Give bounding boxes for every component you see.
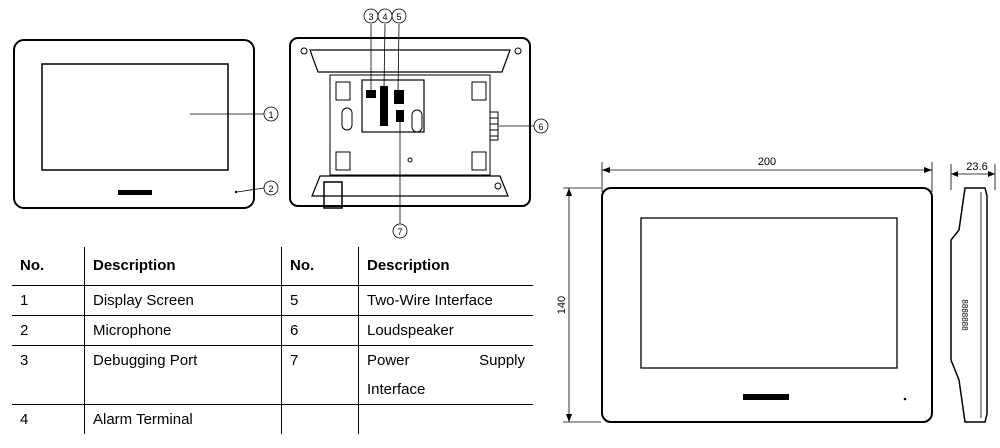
alarm-terminal (380, 86, 388, 126)
callout-5-circle (391, 8, 407, 24)
bracket-left-bottom (335, 151, 351, 171)
word-interface: Interface (367, 381, 426, 398)
header-no-2: No. (281, 247, 359, 286)
arrow-depth-right (988, 171, 995, 177)
justified-line: Power Supply (367, 346, 525, 375)
screw-top-right (514, 47, 522, 55)
bracket-right-top (471, 81, 487, 101)
slot-right (411, 109, 423, 133)
cell-no: 7 (281, 345, 359, 405)
table-row: 4 Alarm Terminal (12, 404, 533, 434)
power-supply-interface (323, 181, 343, 209)
panel-logo (743, 394, 789, 400)
cell-no: 5 (281, 285, 359, 316)
header-description-2: Description (358, 247, 533, 286)
panel-microphone (903, 397, 907, 401)
slot-left (341, 107, 353, 131)
table-header-row: No. Description No. Description (12, 247, 533, 286)
panel-outline (601, 187, 933, 423)
cell-no: 1 (12, 285, 85, 316)
height-dimension: 140 (556, 296, 568, 314)
cell-no: 6 (281, 315, 359, 346)
cell-description: Loudspeaker (358, 315, 533, 346)
depth-dimension: 23.6 (966, 161, 987, 173)
display-screen (41, 63, 229, 171)
word-supply: Supply (479, 352, 525, 369)
callout-2: 2 (268, 184, 273, 194)
callout-1: 1 (268, 110, 273, 120)
cell-no: 4 (20, 411, 29, 428)
cell-no: 3 (12, 345, 85, 405)
cell-description (358, 404, 533, 434)
rear-housing (289, 37, 531, 207)
cell-no (281, 404, 359, 434)
leader-line-2 (236, 187, 265, 193)
interface-board (361, 79, 425, 133)
callout-1-circle (263, 106, 279, 122)
bracket-right-bottom (471, 151, 487, 171)
leader-line-5 (397, 23, 400, 93)
component-table: No. Description No. Description 1 Displa… (12, 247, 533, 434)
table-row: 1 Display Screen 5 Two-Wire Interface (12, 285, 533, 316)
callout-7: 7 (397, 227, 402, 237)
small-screw (407, 157, 413, 163)
screw-bottom-right (494, 182, 502, 190)
cell-description: Microphone (84, 315, 282, 346)
debugging-port (366, 90, 376, 98)
header-no: No. (12, 247, 85, 286)
table-row: 3 Debugging Port 7 Power Supply Interfac… (12, 345, 533, 405)
front-view-diagram: 1 2 (13, 39, 279, 209)
cell-description: Debugging Port (84, 345, 282, 405)
cell-no: 2 (12, 315, 85, 346)
leader-line-4 (383, 23, 386, 89)
microphone-hole (234, 190, 238, 194)
callout-4: 4 (382, 12, 387, 22)
brand-logo (118, 190, 152, 195)
two-wire-interface (394, 90, 404, 104)
rear-bottom-rail (311, 175, 509, 197)
screw-top-left (300, 47, 308, 55)
arrow-right (924, 167, 932, 173)
arrow-depth-left (951, 171, 958, 177)
cell-description: Alarm Terminal (84, 404, 282, 434)
header-description: Description (84, 247, 282, 286)
arrow-top (566, 188, 572, 196)
callout-6-circle (533, 118, 549, 134)
arrow-left (602, 167, 610, 173)
word-power: Power (367, 352, 410, 369)
callout-6: 6 (538, 122, 543, 132)
cell-description: Display Screen (84, 285, 282, 316)
front-bezel (13, 39, 255, 209)
two-wire-interface-lower (396, 110, 404, 122)
callout-7-circle (392, 223, 408, 239)
side-profile (950, 187, 988, 423)
table-row: 2 Microphone 6 Loudspeaker (12, 315, 533, 346)
loudspeaker-grille (489, 111, 499, 141)
panel-screen (640, 217, 898, 369)
bracket-left-top (335, 81, 351, 101)
callout-5: 5 (396, 12, 401, 22)
rear-view-diagram: 3 4 5 6 7 (289, 8, 549, 239)
cell-description-power-supply: Power Supply Interface (358, 345, 533, 405)
cell-description: Two-Wire Interface (358, 285, 533, 316)
dimension-drawing: 200 140 23.6 8888888 (556, 156, 996, 423)
callout-3: 3 (368, 12, 373, 22)
side-label: 8888888 (960, 299, 969, 331)
mounting-plate (329, 74, 491, 176)
arrow-bottom (566, 414, 572, 422)
rear-top-rail (309, 49, 511, 73)
callout-2-circle (263, 180, 279, 196)
width-dimension: 200 (758, 156, 776, 168)
